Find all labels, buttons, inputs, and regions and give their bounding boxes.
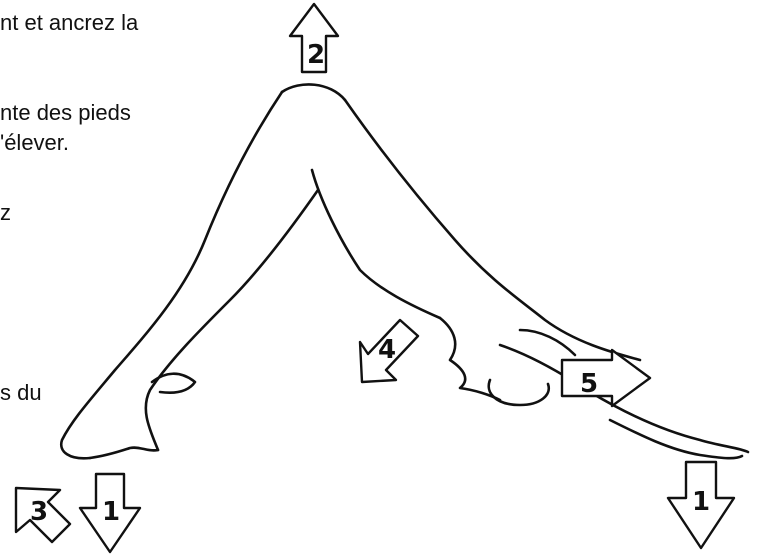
instruction-line-1: nt et ancrez la bbox=[0, 10, 139, 35]
arrow-down-left-icon: 3 bbox=[14, 486, 72, 544]
figure-front-leg-outer bbox=[343, 98, 642, 362]
arrow-label-2: 2 bbox=[307, 40, 325, 70]
figure-hips bbox=[280, 83, 347, 102]
arrow-label-4: 4 bbox=[378, 335, 396, 365]
figure-head bbox=[487, 378, 551, 407]
arrow-label-1b: 1 bbox=[692, 487, 710, 517]
figure-chest bbox=[518, 328, 577, 357]
arrow-down-icon: 1 bbox=[78, 472, 142, 554]
instruction-line-5: s du bbox=[0, 380, 42, 405]
arrow-right-icon: 5 bbox=[560, 348, 652, 408]
arrow-label-5: 5 bbox=[580, 369, 598, 399]
arrow-up-icon: 2 bbox=[288, 2, 340, 74]
figure-back-leg-inner bbox=[144, 188, 320, 452]
figure-arm bbox=[498, 343, 750, 454]
instruction-line-2: nte des pieds bbox=[0, 100, 131, 125]
figure-back-leg-outer bbox=[59, 90, 284, 460]
figure-front-leg-inner bbox=[310, 168, 442, 320]
figure-torso bbox=[438, 316, 502, 402]
arrow-down-left-icon: 4 bbox=[358, 318, 420, 384]
figure-hand bbox=[608, 418, 744, 460]
instruction-line-3: 'élever. bbox=[0, 130, 70, 155]
arrow-down-icon: 1 bbox=[666, 460, 736, 550]
figure-back-heel bbox=[150, 372, 197, 394]
figure-back-foot bbox=[88, 446, 160, 460]
arrow-label-3: 3 bbox=[30, 497, 48, 527]
arrow-label-1a: 1 bbox=[102, 497, 120, 527]
instruction-line-4: z bbox=[0, 200, 11, 225]
